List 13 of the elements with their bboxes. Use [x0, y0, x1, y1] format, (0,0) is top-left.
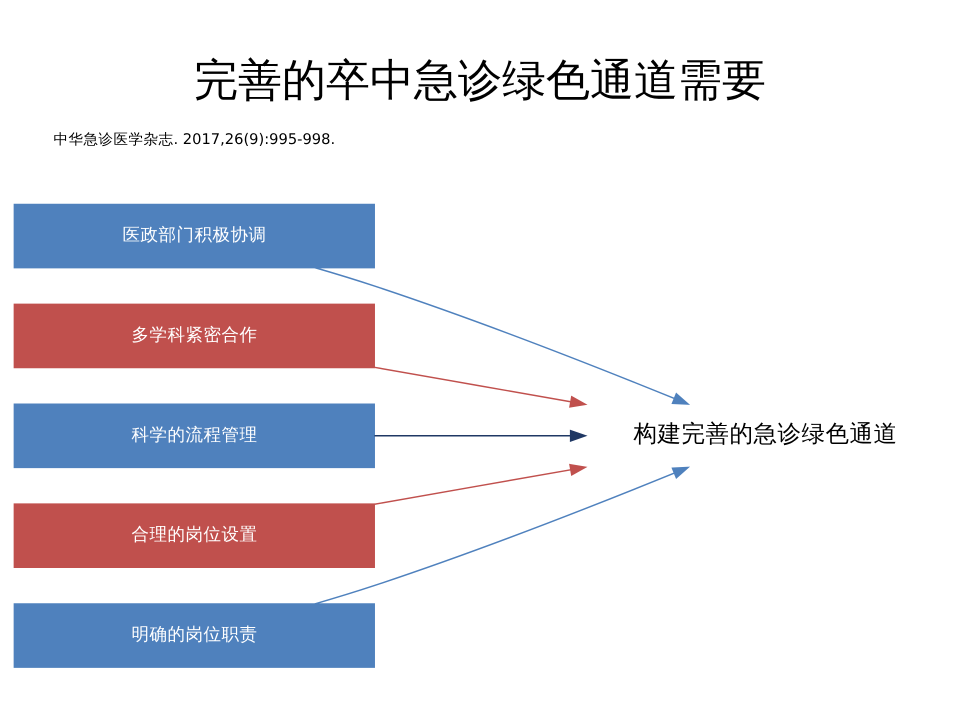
node-text: 构建完善的急诊绿色通道	[634, 420, 898, 447]
arrow	[374, 429, 588, 442]
arrow	[314, 466, 690, 604]
arrow	[374, 366, 588, 408]
caption: 中华急诊医学杂志. 2017,26(9):995-998.	[53, 130, 336, 148]
arrow	[314, 266, 690, 404]
diagram-title: 完善的卒中急诊绿色通道需要	[194, 54, 766, 106]
node-box: 科学的流程管理	[14, 402, 375, 468]
node-box: 明确的岗位职责	[14, 602, 375, 668]
arrow	[374, 463, 588, 504]
node-box: 多学科紧密合作	[14, 303, 375, 368]
node-box: 医政部门积极协调	[14, 203, 375, 268]
node-box: 合理的岗位设置	[14, 502, 375, 568]
